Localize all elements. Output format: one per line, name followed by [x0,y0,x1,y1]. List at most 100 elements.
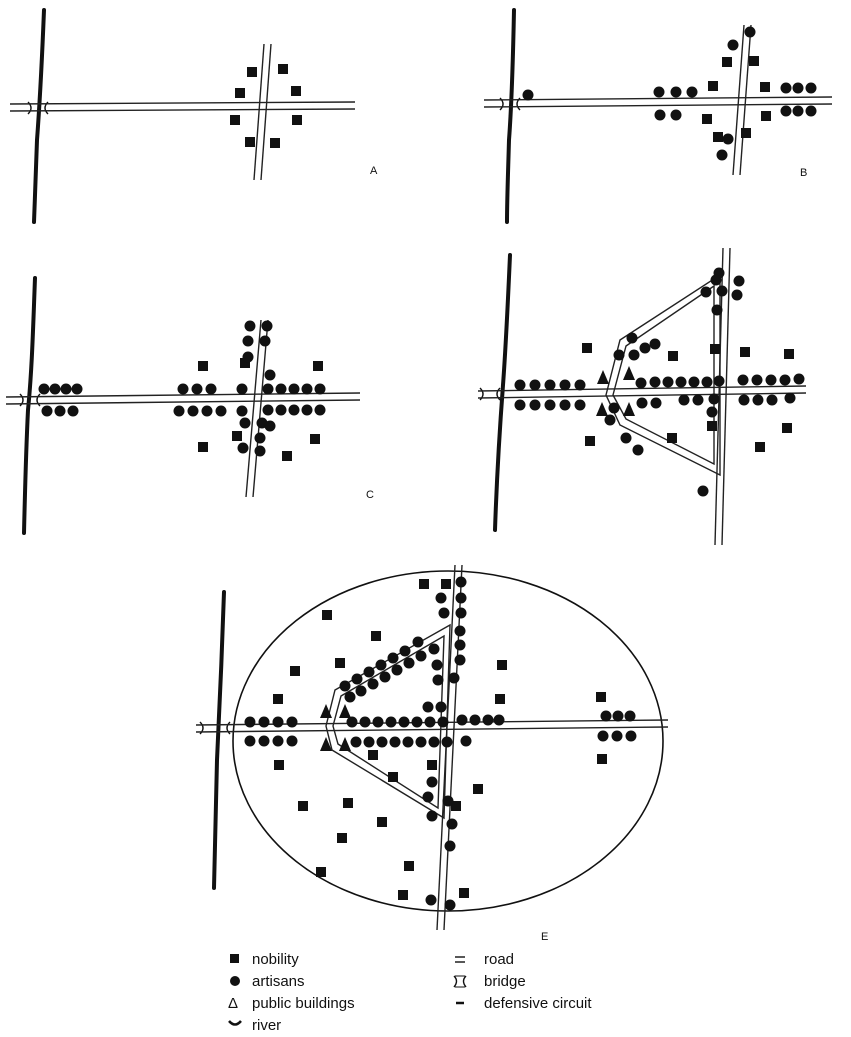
artisan-marker [697,485,709,497]
bridge-icon [479,387,501,401]
artisan-marker [529,379,541,391]
nobility-marker [274,760,284,770]
nobility-marker [278,64,288,74]
river [32,8,46,224]
artisan-marker [625,730,637,742]
road-horizontal [5,392,361,405]
river [505,8,516,224]
artisan-marker [708,393,720,405]
artisan-marker [359,716,371,728]
artisan-marker [493,714,505,726]
artisan-marker [435,701,447,713]
artisan-marker [244,735,256,747]
public-building-marker [320,704,332,718]
nobility-marker [459,888,469,898]
nobility-marker [291,86,301,96]
public-building-marker [597,370,609,384]
artisan-marker [701,376,713,388]
road-horizontal [477,385,807,399]
artisan-marker [60,383,72,395]
artisan-marker [389,736,401,748]
artisan-marker [391,664,403,676]
nobility-marker [198,361,208,371]
artisan-marker [654,109,666,121]
artisan-marker [455,592,467,604]
artisan-marker [792,82,804,94]
nobility-marker [247,67,257,77]
artisan-marker [350,736,362,748]
panel-a: A [9,8,378,224]
nobility-marker [497,660,507,670]
artisan-marker [611,730,623,742]
artisan-marker [733,275,745,287]
artisan-marker [367,678,379,690]
artisan-marker [620,432,632,444]
artisan-marker [706,406,718,418]
nobility-marker [322,610,332,620]
nobility-marker [749,56,759,66]
artisan-marker [49,383,61,395]
triangle-icon: Δ [228,995,238,1012]
public-building-marker [320,737,332,751]
artisan-marker [402,736,414,748]
artisan-marker [670,109,682,121]
artisan-marker [636,397,648,409]
legend-label: defensive circuit [484,995,592,1012]
artisan-marker [428,643,440,655]
public-building-marker [596,402,608,416]
artisan-marker [626,332,638,344]
artisan-marker [650,397,662,409]
bridge-icon [453,975,467,988]
legend-label: bridge [484,973,526,990]
settlement-markers [38,320,326,461]
panel-e: E [195,564,669,943]
artisan-marker [201,405,213,417]
artisan-marker [71,383,83,395]
nobility-marker [377,817,387,827]
artisan-marker [236,405,248,417]
settlement-markers [230,64,302,148]
nobility-marker [235,88,245,98]
artisan-marker [612,710,624,722]
artisan-marker [191,383,203,395]
artisan-marker [415,736,427,748]
artisan-marker [737,374,749,386]
artisan-marker [286,735,298,747]
artisan-marker [242,351,254,363]
artisan-marker [600,710,612,722]
bridge-icon [19,393,41,407]
artisan-marker [412,636,424,648]
artisan-marker [363,736,375,748]
nobility-marker [404,861,414,871]
artisan-marker [398,716,410,728]
nobility-marker [343,798,353,808]
artisan-marker [686,86,698,98]
nobility-marker [713,132,723,142]
legend: nobility artisans Δ public buildings riv… [228,951,592,1034]
artisan-marker [670,86,682,98]
artisan-marker [444,899,456,911]
artisan-marker [415,650,427,662]
artisan-marker [236,383,248,395]
artisan-marker [454,639,466,651]
artisan-marker [805,105,817,117]
nobility-marker [495,694,505,704]
nobility-marker [198,442,208,452]
artisan-marker [779,374,791,386]
panel-c: C [5,276,374,535]
public-building-marker [623,402,635,416]
artisan-marker [460,735,472,747]
nobility-marker [230,115,240,125]
artisan-marker [639,342,651,354]
river [22,276,37,535]
nobility-marker [337,833,347,843]
artisan-marker [751,374,763,386]
artisan-marker [314,383,326,395]
artisan-marker [438,607,450,619]
artisan-marker [514,379,526,391]
artisan-marker [559,379,571,391]
nobility-marker [273,694,283,704]
artisan-marker [711,304,723,316]
legend-item-road: road [455,951,514,968]
artisan-marker [258,716,270,728]
